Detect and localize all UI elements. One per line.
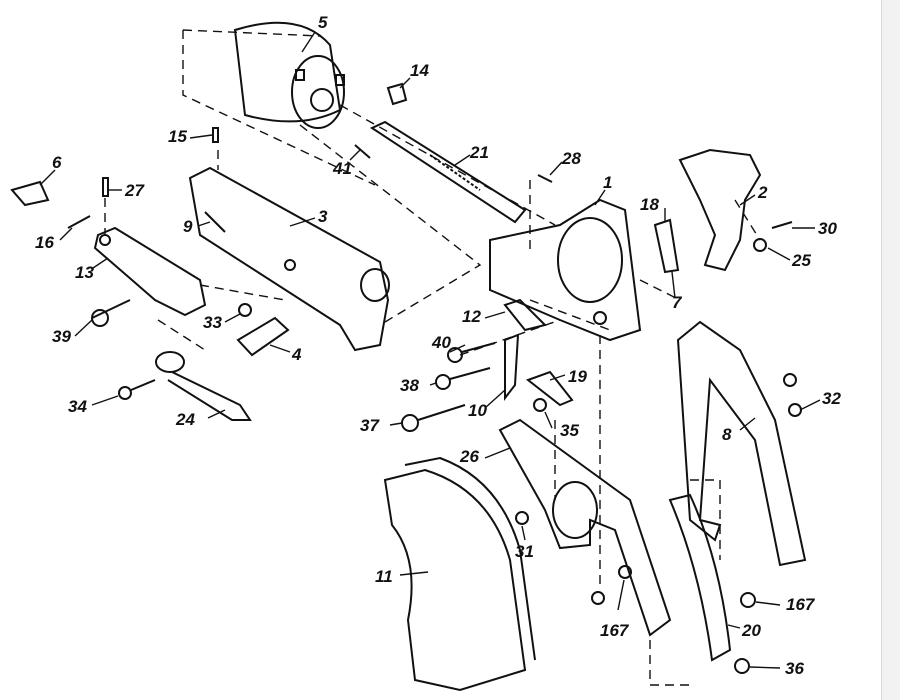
screw-40-part xyxy=(447,342,496,363)
trigger-part xyxy=(504,333,520,401)
label-2: 2 xyxy=(757,183,768,202)
scrollbar-track[interactable] xyxy=(881,0,900,700)
label-31: 31 xyxy=(515,542,534,561)
pin-28-part xyxy=(537,174,553,183)
screw-33-part xyxy=(238,303,252,317)
label-14: 14 xyxy=(410,61,429,80)
backstrap-part xyxy=(676,320,807,567)
screw-36-part xyxy=(734,658,750,674)
label-34: 34 xyxy=(68,397,87,416)
pin-27-part xyxy=(102,177,109,197)
label-3: 3 xyxy=(318,207,328,226)
hammer-part xyxy=(678,148,762,272)
label-6: 6 xyxy=(52,153,62,172)
label-167a: 167 xyxy=(600,621,630,640)
label-39: 39 xyxy=(52,327,71,346)
grip-panel-20-part xyxy=(668,493,732,662)
label-1: 1 xyxy=(603,173,612,192)
label-5: 5 xyxy=(318,13,328,32)
label-26: 26 xyxy=(459,447,479,466)
label-13: 13 xyxy=(75,263,94,282)
label-38: 38 xyxy=(400,376,419,395)
screw-39-part xyxy=(91,299,131,327)
wedge-part xyxy=(236,316,290,357)
label-7: 7 xyxy=(672,293,683,312)
bolt-12-part xyxy=(503,298,547,332)
cylinder-pin-part xyxy=(369,120,527,224)
screw-35-part xyxy=(533,398,547,412)
pin-41-part xyxy=(354,144,371,159)
cylinder-part xyxy=(233,21,345,129)
spring-19-part xyxy=(525,370,574,407)
label-10: 10 xyxy=(468,401,487,420)
label-36: 36 xyxy=(785,659,804,678)
label-18: 18 xyxy=(640,195,659,214)
label-167b: 167 xyxy=(786,595,816,614)
screw-167a-part xyxy=(591,565,632,605)
label-37: 37 xyxy=(360,416,380,435)
barrel-part xyxy=(188,166,390,352)
label-8: 8 xyxy=(722,425,732,444)
label-11: 11 xyxy=(375,567,393,586)
label-24: 24 xyxy=(175,410,195,429)
part-6 xyxy=(10,180,50,207)
label-27: 27 xyxy=(124,181,145,200)
label-21: 21 xyxy=(469,143,489,162)
pin-30-part xyxy=(771,221,793,229)
label-41: 41 xyxy=(332,159,352,178)
loading-lever-part xyxy=(93,226,207,317)
nipple-part xyxy=(386,82,408,106)
label-12: 12 xyxy=(462,307,481,326)
screw-31-part xyxy=(515,511,529,525)
label-30: 30 xyxy=(818,219,837,238)
leader-lines xyxy=(39,31,821,669)
screw-167b-part xyxy=(740,592,756,608)
frame-part xyxy=(489,198,642,342)
label-28: 28 xyxy=(561,149,581,168)
screw-38-part xyxy=(435,367,491,390)
label-25: 25 xyxy=(791,251,811,270)
label-4: 4 xyxy=(291,345,302,364)
label-32: 32 xyxy=(822,389,841,408)
label-9: 9 xyxy=(183,217,193,236)
washer-25-part xyxy=(753,238,767,252)
grip-part xyxy=(383,456,536,692)
plunger-24-part xyxy=(155,351,252,421)
label-20: 20 xyxy=(741,621,761,640)
spring-16-part xyxy=(67,215,91,229)
label-35: 35 xyxy=(560,421,579,440)
pin-15-part xyxy=(212,127,219,143)
screw-34-part xyxy=(118,379,156,400)
label-33: 33 xyxy=(203,313,222,332)
label-19: 19 xyxy=(568,367,587,386)
label-15: 15 xyxy=(168,127,187,146)
label-16: 16 xyxy=(35,233,54,252)
trigger-guard-part xyxy=(498,418,672,637)
part-labels: 5 14 15 41 21 28 1 2 18 30 25 7 6 27 9 3… xyxy=(35,13,841,678)
label-40: 40 xyxy=(431,333,451,352)
